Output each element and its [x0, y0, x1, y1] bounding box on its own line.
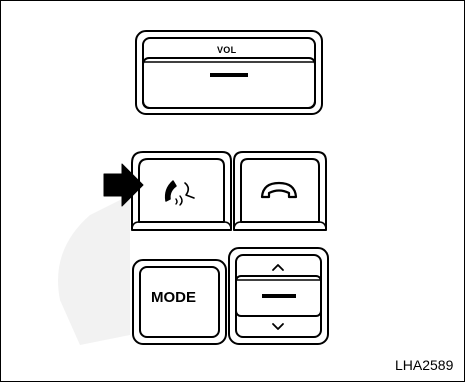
mode-label: MODE [151, 289, 196, 306]
pointer-arrow-icon [103, 163, 144, 207]
hang-up-switch[interactable] [233, 151, 327, 231]
panel-shadow [58, 195, 130, 345]
phone-voice-icon [164, 180, 195, 206]
chevron-up-icon [272, 264, 284, 271]
tuner-switch[interactable] [228, 247, 329, 345]
phone-hangup-icon [260, 181, 298, 199]
figure-code: LHA2589 [395, 357, 454, 373]
volume-switch[interactable] [135, 30, 323, 115]
mode-switch[interactable] [132, 259, 227, 345]
talk-switch[interactable] [131, 151, 232, 231]
chevron-down-icon [272, 323, 284, 330]
volume-label: VOL [217, 45, 237, 55]
